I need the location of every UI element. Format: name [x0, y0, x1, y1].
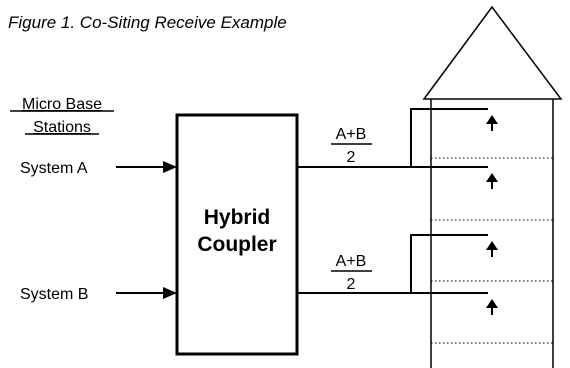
micro-base-stations-header: Micro Base Stations: [10, 96, 114, 136]
figure-caption: Figure 1. Co-Siting Receive Example: [8, 13, 287, 32]
output-top-denominator: 2: [347, 149, 356, 166]
hybrid-coupler: Hybrid Coupler: [175, 113, 299, 356]
system-b-arrowhead: [163, 287, 177, 299]
coupler-label-line-1: Hybrid: [204, 206, 271, 229]
hybrid-coupler-box: [175, 113, 299, 356]
antenna-icon: [486, 173, 498, 189]
output-bottom: A+B 2: [297, 234, 488, 294]
coupler-label-line-2: Coupler: [197, 233, 276, 256]
system-b-label: System B: [20, 286, 88, 303]
output-top-feed-upper: [297, 108, 488, 168]
system-a-label: System A: [20, 160, 88, 177]
header-line-1: Micro Base: [22, 96, 102, 113]
antenna-icon: [486, 299, 498, 315]
tower-roof: [422, 5, 563, 100]
output-top: A+B 2: [297, 108, 488, 168]
output-bottom-feed-upper: [297, 234, 488, 294]
header-line-2: Stations: [33, 119, 91, 136]
antenna-tower: [422, 5, 563, 368]
output-bottom-numerator: A+B: [336, 253, 367, 270]
antenna-icon: [486, 241, 498, 257]
system-b-input: System B: [20, 286, 177, 303]
system-a-input: System A: [20, 160, 177, 177]
output-top-numerator: A+B: [336, 126, 367, 143]
antenna-icon: [486, 115, 498, 131]
system-a-arrowhead: [163, 161, 177, 173]
output-bottom-denominator: 2: [347, 276, 356, 293]
